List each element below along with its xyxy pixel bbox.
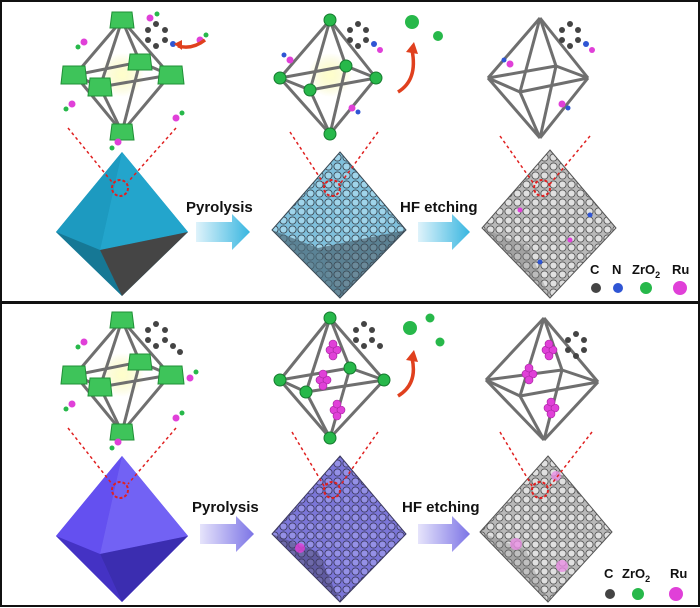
- pyrolyzed-cage: [278, 19, 378, 135]
- etched-cage-bottom: [484, 316, 600, 442]
- etched-ligand-bottom: [565, 331, 587, 359]
- zro2-nodes-bottom: [273, 311, 391, 445]
- precursor-octahedron-bottom: [56, 456, 188, 602]
- ru-complex-molecules-bottom: [63, 338, 199, 451]
- hf-etching-arrow-bottom: [418, 516, 470, 552]
- porous-carbon-octahedron: [481, 149, 617, 299]
- benzene-ligand: [145, 21, 176, 49]
- hf-etching-arrow: [418, 214, 470, 250]
- carbon-ligand-bottom: [353, 321, 383, 349]
- legend-ru-dot-bottom: [669, 587, 683, 601]
- ru-nanoclusters-etched: [521, 339, 560, 419]
- legend-ru-dot: [673, 281, 687, 295]
- coordination-arrow: [177, 38, 207, 49]
- carbonized-octahedron: [271, 151, 407, 299]
- zr-cluster-nodes: [60, 11, 185, 141]
- legend-c-dot: [591, 283, 601, 293]
- pyrolysis-label: Pyrolysis: [186, 199, 253, 216]
- release-arrow: [397, 49, 416, 94]
- pyrolysis-label-bottom: Pyrolysis: [192, 499, 259, 516]
- etched-ligand: [559, 21, 595, 53]
- etched-cage: [486, 17, 590, 139]
- pyrolyzed-cage-bottom: [278, 317, 386, 440]
- released-zro2: [405, 15, 443, 41]
- bottom-panel-frame: [0, 302, 700, 607]
- bottom-panel: Pyrolysis: [56, 311, 687, 603]
- ru-complex-molecules: [63, 11, 209, 151]
- pyrolysis-arrow-bottom: [200, 516, 254, 552]
- mof-cage-linker-ligand: [73, 19, 172, 133]
- ru-species: [281, 52, 361, 115]
- legend-zro2-dot-bottom: [632, 588, 644, 600]
- carbon-ligand: [347, 21, 383, 53]
- legend-n-dot: [613, 283, 623, 293]
- porous-carbon-octahedron-bottom: [479, 455, 613, 603]
- legend-top: C N ZrO2 Ru: [590, 262, 689, 295]
- ru-sites: [501, 57, 571, 111]
- carbonized-octahedron-bottom: [271, 455, 407, 603]
- zro2-nodes: [273, 13, 383, 141]
- ru-nanoclusters: [315, 339, 346, 421]
- precursor-octahedron: [56, 152, 188, 296]
- mof-cage-bottom: [73, 319, 172, 433]
- released-zro2-bottom: [403, 313, 445, 347]
- zr-cluster-nodes-bottom: [60, 311, 185, 441]
- benzene-ligand-bottom: [145, 321, 183, 355]
- hf-etching-label: HF etching: [400, 199, 478, 216]
- legend-ru: Ru: [672, 262, 689, 277]
- legend-zro2: ZrO2: [632, 262, 660, 280]
- top-panel: Pyrolysis: [56, 11, 689, 299]
- legend-zro2-bottom: ZrO2: [622, 566, 650, 584]
- release-arrow-bottom: [397, 357, 416, 398]
- legend-bottom: C ZrO2 Ru: [604, 566, 687, 601]
- pyrolysis-arrow: [196, 214, 250, 250]
- legend-c-bottom: C: [604, 566, 614, 581]
- legend-zro2-dot: [640, 282, 652, 294]
- legend-n: N: [612, 262, 621, 277]
- legend-ru-bottom: Ru: [670, 566, 687, 581]
- legend-c: C: [590, 262, 600, 277]
- hf-etching-label-bottom: HF etching: [402, 499, 480, 516]
- legend-c-dot-bottom: [605, 589, 615, 599]
